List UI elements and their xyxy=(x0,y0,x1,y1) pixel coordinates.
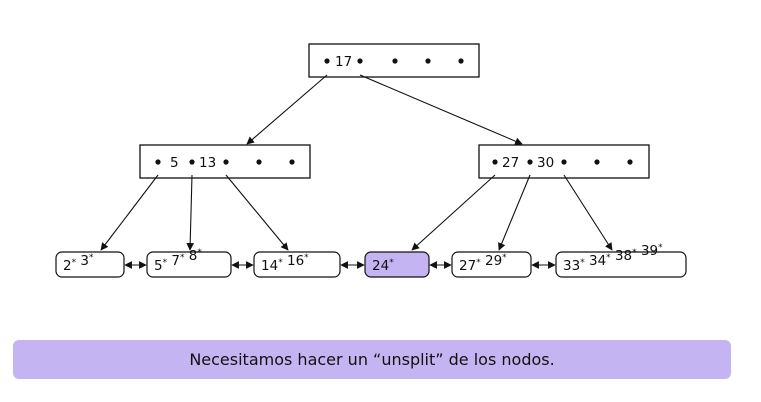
leaf-value-marker: * xyxy=(72,258,77,268)
edge-arrow xyxy=(100,174,159,251)
root-node: 17 xyxy=(308,43,480,78)
internal-key: 5 xyxy=(170,155,179,171)
leaf-value-marker: * xyxy=(502,253,507,263)
leaf-node: 2* 3* xyxy=(55,251,125,278)
pointer-dot xyxy=(527,159,533,165)
leaf-value-marker: * xyxy=(580,258,585,268)
leaf-value: 39 xyxy=(637,243,658,259)
edge-arrow xyxy=(186,174,195,251)
leaf-value-marker: * xyxy=(632,248,637,258)
leaf-value: 7 xyxy=(167,253,180,269)
edge-arrow xyxy=(225,174,289,251)
leaf-value-marker: * xyxy=(304,253,309,263)
leaf-value-marker: * xyxy=(180,253,185,263)
leaf-value-marker: * xyxy=(197,248,202,258)
leaf-value: 27 xyxy=(459,258,476,274)
leaf-node: 33* 34* 38* 39* xyxy=(555,243,687,278)
pointer-dot xyxy=(561,159,567,165)
internal-node-right: 27 30 xyxy=(478,144,650,179)
leaf-value: 38 xyxy=(611,248,632,264)
pointer-dot xyxy=(155,159,161,165)
edge-arrow xyxy=(411,174,496,251)
tree-edges xyxy=(100,74,613,251)
pointer-dot xyxy=(627,159,633,165)
pointer-dot xyxy=(357,58,363,64)
edge-arrow xyxy=(359,74,523,145)
leaf-value: 24 xyxy=(372,258,389,274)
leaf-value: 5 xyxy=(154,258,163,274)
leaf-value-marker: * xyxy=(278,258,283,268)
leaf-value-marker: * xyxy=(606,253,611,263)
leaf-entries: 24* xyxy=(372,258,394,274)
pointer-dot xyxy=(189,159,195,165)
leaf-entries: 14* 16* xyxy=(261,253,309,274)
leaf-value: 29 xyxy=(481,253,502,269)
leaf-value: 8 xyxy=(184,248,197,264)
leaf-value-marker: * xyxy=(658,243,663,253)
leaf-value-marker: * xyxy=(89,253,94,263)
pointer-dot xyxy=(425,58,431,64)
leaf-node: 14* 16* xyxy=(253,251,341,278)
leaf-value: 3 xyxy=(76,253,89,269)
leaf-entries: 33* 34* 38* 39* xyxy=(563,243,663,274)
leaf-value-marker: * xyxy=(389,258,394,268)
leaf-value: 14 xyxy=(261,258,278,274)
leaf-node: 27* 29* xyxy=(451,251,532,278)
internal-key: 27 xyxy=(502,155,519,171)
leaf-entries: 27* 29* xyxy=(459,253,507,274)
leaf-value: 16 xyxy=(283,253,304,269)
pointer-dot xyxy=(223,159,229,165)
leaf-entries: 2* 3* xyxy=(63,253,94,274)
leaf-value: 33 xyxy=(563,258,580,274)
leaf-value: 34 xyxy=(585,253,606,269)
leaf-value-marker: * xyxy=(476,258,481,268)
pointer-dot xyxy=(289,159,295,165)
leaf-node: 5* 7* 8* xyxy=(146,248,232,278)
leaf-value-marker: * xyxy=(163,258,168,268)
pointer-dot xyxy=(594,159,600,165)
pointer-dot xyxy=(458,58,464,64)
leaf-value: 2 xyxy=(63,258,72,274)
edge-arrow xyxy=(498,174,531,251)
leaf-entries: 5* 7* 8* xyxy=(154,248,202,274)
pointer-dot xyxy=(492,159,498,165)
pointer-dot xyxy=(256,159,262,165)
internal-key: 30 xyxy=(537,155,554,171)
message-banner: Necesitamos hacer un “unsplit” de los no… xyxy=(13,340,731,379)
pointer-dot xyxy=(392,58,398,64)
b-plus-tree-diagram: 17 5 13 27 30 2 xyxy=(55,43,687,278)
pointer-dot xyxy=(324,58,330,64)
banner-text: Necesitamos hacer un “unsplit” de los no… xyxy=(189,350,555,369)
internal-key: 13 xyxy=(199,155,216,171)
edge-arrow xyxy=(246,74,328,145)
root-key: 17 xyxy=(335,54,352,70)
internal-node-left: 5 13 xyxy=(139,144,311,179)
edge-arrow xyxy=(563,174,613,251)
leaf-node-highlighted: 24* xyxy=(364,251,430,278)
